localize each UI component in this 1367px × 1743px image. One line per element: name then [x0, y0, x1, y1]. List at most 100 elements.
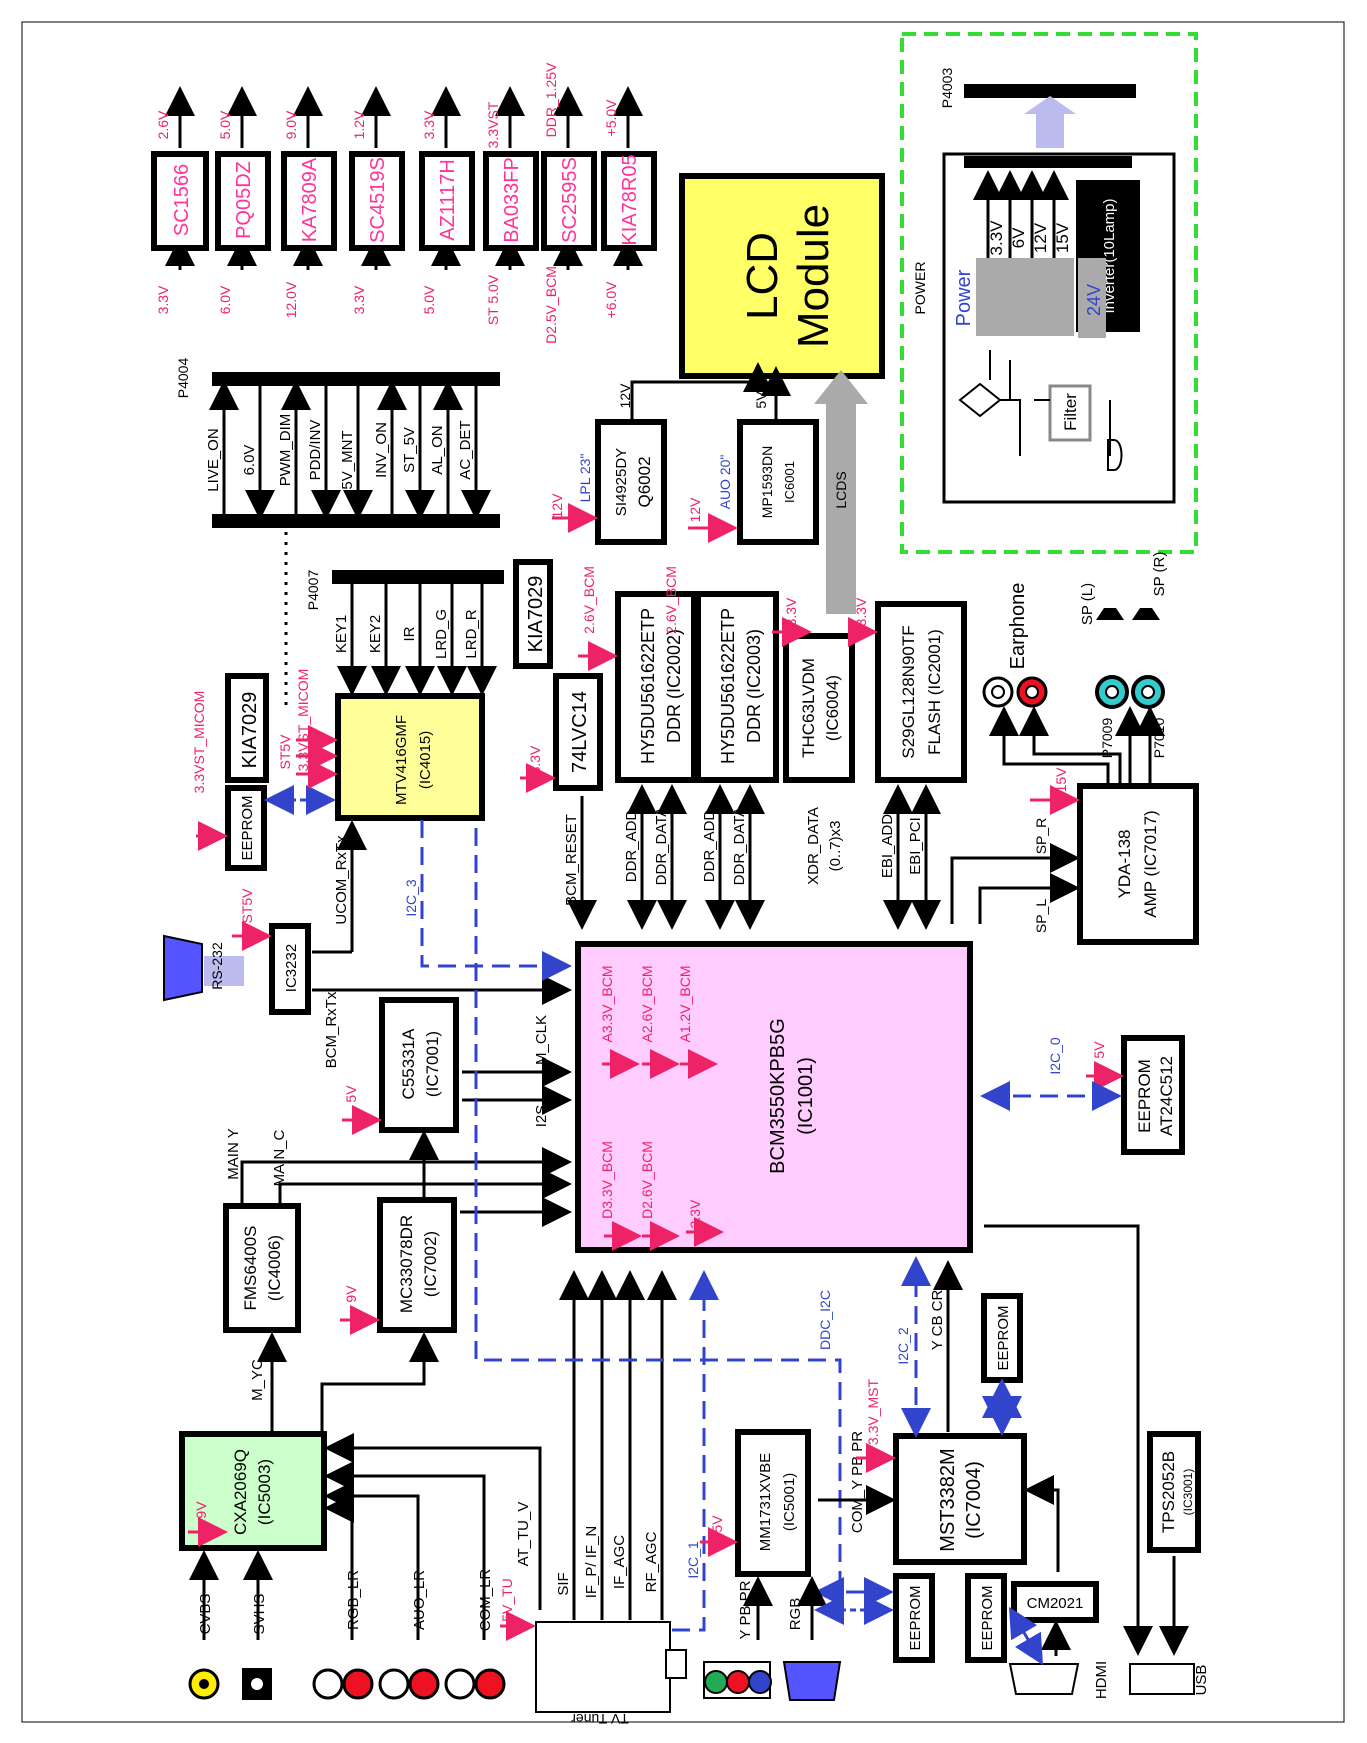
- p4004-signal: ST_5V: [401, 427, 418, 473]
- eeprom-label: EEPROM: [979, 1585, 996, 1650]
- p4004-label: P4004: [175, 358, 191, 399]
- eeprom-i2c0-power: 5V: [1091, 1041, 1107, 1059]
- usb-label: USB: [1193, 1665, 1210, 1696]
- buffer-reset: BCM_RESET: [563, 814, 580, 906]
- tuner-power: 5V_TU: [499, 1578, 515, 1622]
- mst-power: 3.3V_MST: [865, 1378, 881, 1445]
- amp-sp-r: SP_R: [1033, 818, 1049, 855]
- spk-l-label: SP (L): [1079, 583, 1096, 625]
- amp-name: YDA-138: [1115, 830, 1134, 899]
- dsp-ref: (IC7001): [423, 1031, 442, 1097]
- p4007-label: P4007: [305, 570, 321, 611]
- regulator-chip: PQ05DZ: [233, 161, 255, 239]
- regulator-chip: BA033FP: [501, 157, 523, 243]
- eeprom-i2c0-bus: I2C_0: [1047, 1037, 1063, 1075]
- rs232-i2c: I2C_3: [403, 879, 419, 917]
- regulator-chip: SC4519S: [367, 157, 389, 243]
- micom-eeprom: EEPROM: [239, 795, 256, 860]
- input-label: AT_TU_V: [515, 1502, 532, 1567]
- tuner-signal: SIF: [555, 1572, 572, 1595]
- ddr2-name: HY5DU561622ETP: [718, 608, 738, 764]
- lvds: THC63LVDM (IC6004) 3.3V: [772, 597, 855, 783]
- soc-rail: D3.3V_BCM: [599, 1141, 615, 1219]
- mm-name: MM1731XVBE: [757, 1453, 774, 1551]
- buffer-power: 3.3V: [527, 745, 543, 774]
- mm-rgb: RGB: [787, 1598, 804, 1631]
- regulator-2: KA7809A 12.0V 9.0V: [281, 86, 337, 318]
- micom-i2c-line: [474, 828, 894, 1607]
- soc-rail: A3.3V_BCM: [599, 965, 615, 1042]
- av-inputs: CVBS SVHS RGB_LR AUO_LR COM_LR AT_TU_V: [188, 1433, 542, 1700]
- fms-myc: M_YC: [249, 1359, 266, 1401]
- bus-lines: DDR_ADD DDR_DATA DDR_ADD DDR_DATA XDR_DA…: [623, 784, 941, 930]
- power-title: POWER: [912, 262, 928, 315]
- dsp-power: 5V: [343, 1085, 359, 1103]
- input-label: CVBS: [197, 1594, 214, 1635]
- ic6001: MP1593DN IC6001 AUO 20" 12V 5V: [687, 366, 819, 545]
- micom-rxtx: UCOM_RxTx: [333, 835, 350, 925]
- usb: TPS2052B (IC3001) USB: [984, 1224, 1210, 1696]
- hdmi-chip: CM2021: [1027, 1595, 1084, 1612]
- eeprom-mst: EEPROM: [981, 1293, 1023, 1436]
- reset-kia: KIA7029: [525, 576, 547, 653]
- buffer-name: 74LVC14: [569, 691, 591, 773]
- page-frame: [21, 21, 1345, 1723]
- usb-chip: TPS2052B: [1159, 1451, 1178, 1533]
- p4004-signal: AC_DET: [457, 420, 474, 479]
- eeprom-rgb: EEPROM: [814, 1573, 935, 1663]
- regulator-4: AZ1117H 5.0V 3.3V: [419, 86, 475, 314]
- cxa2069: CXA2069Q (IC5003) 9V: [179, 1431, 327, 1551]
- mm-power: 5V: [709, 1515, 725, 1533]
- p4004-signal: AL_ON: [429, 425, 446, 474]
- hdmi: CM2021 HDMI: [1008, 1581, 1110, 1699]
- mm-com: COM_Y PB PR: [849, 1431, 866, 1533]
- fms-name: FMS6400S: [241, 1225, 260, 1310]
- fms-main-c: MAIN_C: [271, 1130, 288, 1187]
- input-label: RGB_LR: [345, 1570, 362, 1630]
- regulator-vout: DDR_1.25V: [543, 62, 559, 137]
- p4007: P4007 KEY1 KEY2 IR LRD_G LRD_R: [305, 570, 504, 696]
- bus-label: EBI_PCI: [907, 817, 924, 875]
- ddr1-ref: DDR (IC2002): [664, 629, 684, 743]
- mc-name: MC33078DR: [397, 1215, 416, 1313]
- ddr2-ref: DDR (IC2003): [744, 629, 764, 743]
- tuner-signal: IF_AGC: [611, 1535, 628, 1589]
- lcd-module-line1: LCD: [738, 232, 787, 320]
- regulator-0: SC1566 3.3V 2.6V: [151, 86, 209, 314]
- power-rail: 3.3V: [987, 220, 1006, 256]
- soc: BCM3550KPB5G (IC1001) A3.3V_BCM A2.6V_BC…: [575, 941, 973, 1253]
- micom-kia: KIA7029: [239, 692, 261, 769]
- lvds-power: 3.3V: [783, 597, 799, 626]
- mm1731: MM1731XVBE (IC5001) 5V COM_Y PB PR Y PB …: [700, 1429, 896, 1701]
- regulator-vin: +6.0V: [603, 281, 619, 319]
- eeprom-label: EEPROM: [995, 1305, 1012, 1370]
- p4007-signal: IR: [401, 626, 418, 641]
- amp-ref: AMP (IC7017): [1141, 810, 1160, 917]
- reset-buffer: KIA7029 74LVC14 3.3V BCM_RESET: [513, 559, 603, 930]
- p7010-label: P7010: [1151, 718, 1167, 759]
- dsp-mclk: M_CLK: [533, 1015, 550, 1065]
- q6002-in: 12V: [549, 493, 565, 519]
- audio-outputs: Earphone P7009 P7010 SP (L) SP (R): [982, 552, 1168, 759]
- lvds-name: THC63LVDM: [799, 658, 818, 758]
- bus-label: DDR_ADD: [623, 810, 640, 883]
- regulator-vin: 5.0V: [421, 285, 437, 314]
- mc-power: 9V: [343, 1285, 359, 1303]
- regulator-vin: 3.3V: [351, 285, 367, 314]
- filter-label: Filter: [1061, 393, 1080, 431]
- regulator-vin: 3.3V: [155, 285, 171, 314]
- dsp-name: C55331A: [399, 1028, 418, 1100]
- mst-ddc: DDC_I2C: [817, 1290, 833, 1350]
- lcds-label: LCDS: [833, 471, 849, 508]
- regulator-1: PQ05DZ 6.0V 5.0V: [215, 86, 271, 314]
- ic6001-name: MP1593DN: [759, 446, 775, 518]
- input-label: COM_LR: [477, 1569, 494, 1632]
- regulator-3: SC4519S 3.3V 1.2V: [349, 86, 405, 314]
- regulator-vin: D2.5V_BCM: [543, 266, 559, 344]
- inverter-input-label: 24V: [1084, 284, 1104, 316]
- p4004-signal: LIVE_ON: [205, 428, 222, 491]
- power-unit: Power: [953, 269, 975, 326]
- q6002-ref: Q6002: [635, 456, 654, 507]
- mst-ref: (IC7004): [963, 1461, 985, 1539]
- regulator-vout: 1.2V: [351, 110, 367, 139]
